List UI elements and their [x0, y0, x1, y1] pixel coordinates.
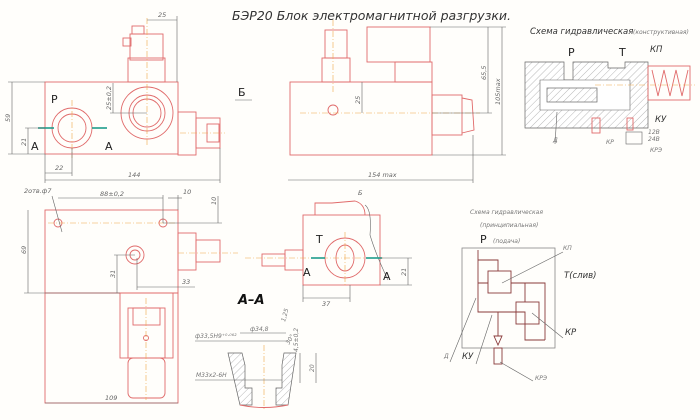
dim-109: 109 — [105, 394, 117, 402]
dim-25: 25 — [158, 11, 166, 19]
schematic-principal: Схема гидравлическая (принципиальная) P … — [443, 209, 596, 382]
schematic-constructive: Схема гидравлическая (конструктивная) P … — [524, 27, 695, 154]
arrow-b-label: Б — [238, 86, 246, 99]
drawing-title: БЭР20 Блок электромагнитной разгрузки. — [232, 8, 511, 23]
dim-21: 21 — [20, 138, 28, 146]
dim-65-5: 65,5 — [480, 66, 488, 80]
section-aa: A–A ф33,5H9⁺⁰·⁰⁶² ф34,8 1,25 30° 4,5±0,2… — [195, 293, 317, 410]
dim-69: 69 — [20, 246, 28, 254]
view-front: P A A 59 21 22 144 25 25±0,2 — [4, 11, 225, 183]
dim-dia-34-8: ф34,8 — [250, 326, 269, 333]
schematic-title: Схема гидравлическая — [470, 209, 543, 216]
dim-25-tol: 25±0,2 — [105, 86, 113, 110]
label-kr: КР — [565, 328, 577, 338]
dim-37: 37 — [322, 300, 331, 308]
section-a-label: A — [31, 140, 39, 153]
dim-59: 59 — [4, 114, 12, 122]
port-p: P — [480, 233, 487, 246]
dim-10: 10 — [210, 197, 218, 205]
label-kr: КР — [606, 139, 614, 146]
dim-144: 144 — [128, 171, 140, 179]
schematic-title: Схема гидравлическая — [530, 27, 633, 37]
schematic-subtitle: (принципиальная) — [480, 222, 538, 229]
dim-105max: 105max — [494, 78, 502, 105]
port-t-label: T — [315, 233, 323, 246]
view-b: Б T A A 37 21 — [245, 189, 412, 308]
view-side: Б 25 65,5 105max 154 max — [235, 20, 506, 183]
dim-88: 88±0,2 — [100, 190, 124, 198]
port-p-note: (подача) — [493, 238, 520, 245]
port-p-label: P — [51, 93, 58, 106]
schematic-subtitle: (конструктивная) — [633, 29, 689, 36]
dim-21: 21 — [400, 268, 408, 276]
section-a-label: A — [105, 140, 113, 153]
port-t: T — [618, 46, 626, 59]
view-b-label: Б — [358, 189, 363, 197]
label-ku: КУ — [462, 352, 474, 362]
port-t-label: T(слив) — [564, 271, 596, 281]
label-ku: КУ — [655, 115, 667, 125]
holes-note: 2отв.ф7 — [24, 187, 52, 195]
roughness: 1,25 — [280, 308, 290, 323]
view-top: 2отв.ф7 88±0,2 10 10 69 31 33 109 — [20, 187, 238, 404]
dim-33: 33 — [182, 278, 190, 286]
dim-25: 25 — [354, 96, 362, 104]
port-p: P — [568, 46, 575, 59]
dim-20: 20 — [309, 364, 316, 372]
thread-m33: M33x2-6H — [196, 372, 227, 379]
section-a-label: A — [383, 270, 391, 283]
label-kre: КРЭ — [650, 147, 663, 154]
dim-4-5: 4,5±0,2 — [293, 328, 300, 352]
label-kre: КРЭ — [535, 375, 548, 382]
dim-22: 22 — [55, 164, 63, 172]
label-kp: КП — [563, 245, 572, 252]
angle-30: 30° — [285, 333, 296, 346]
dim-10: 10 — [183, 188, 191, 196]
section-a-label: A — [303, 266, 311, 279]
dim-154max: 154 max — [368, 171, 397, 179]
label-d: Д — [443, 353, 449, 360]
label-kp: КП — [650, 45, 663, 55]
label-24v: 24В — [648, 136, 660, 143]
label-12v: 12В — [648, 129, 660, 136]
dim-31: 31 — [109, 270, 117, 278]
dim-dia-33-5: ф33,5H9⁺⁰·⁰⁶² — [195, 333, 237, 340]
section-aa-label: A–A — [237, 293, 265, 308]
